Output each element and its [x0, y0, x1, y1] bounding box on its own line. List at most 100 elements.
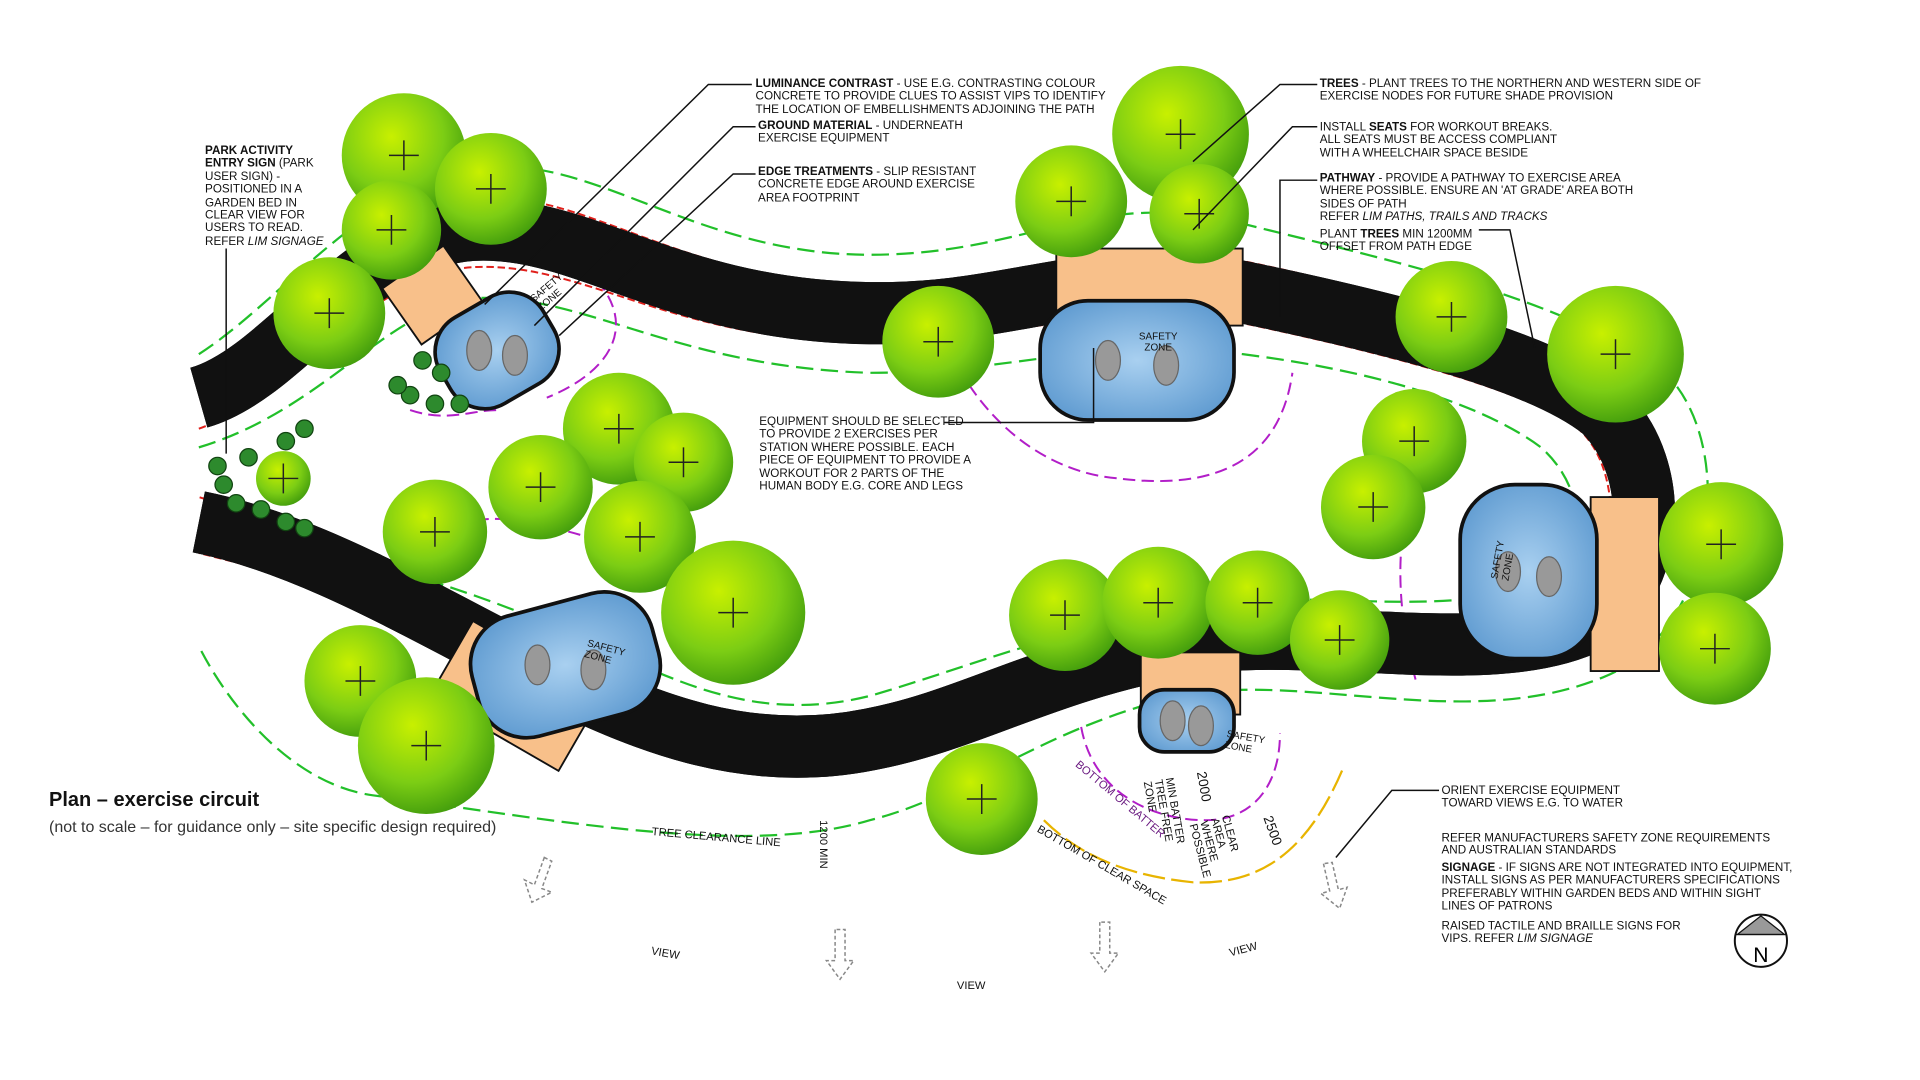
- leader-lines: [225, 83, 1536, 858]
- exercise-equipment: [1494, 551, 1522, 593]
- note-pathway: PATHWAY - PROVIDE A PATHWAY TO EXERCISE …: [1320, 171, 1662, 223]
- note-bold: PATHWAY: [1319, 170, 1376, 184]
- min-1200-label: 1200 MIN: [817, 820, 831, 869]
- note-text: REFER: [1319, 209, 1363, 223]
- shrub-icon: [431, 363, 451, 383]
- note-bold: GROUND MATERIAL: [758, 118, 873, 132]
- tree-icon: [341, 180, 442, 280]
- tree-icon: [488, 434, 593, 540]
- safety-zone: [1038, 298, 1236, 422]
- note-italic: LIM SIGNAGE: [1517, 931, 1594, 945]
- tree-icon: [357, 677, 495, 814]
- safety-zone: [1458, 482, 1599, 661]
- exercise-station: [428, 590, 663, 773]
- exercise-equipment: [524, 644, 551, 686]
- note-edge-treatments: EDGE TREATMENTS - SLIP RESISTANT CONCRET…: [758, 164, 994, 204]
- tree-icon: [882, 285, 995, 398]
- trees: [208, 65, 1784, 855]
- note-seats: INSTALL SEATS FOR WORKOUT BREAKS. ALL SE…: [1319, 119, 1575, 160]
- exercise-equipment: [1535, 556, 1563, 598]
- tree-icon: [925, 743, 1038, 855]
- note-text: (PARK USER SIGN) - POSITIONED IN A GARDE…: [205, 155, 314, 248]
- note-bold: LUMINANCE CONTRAST: [755, 75, 894, 90]
- view-arrows: [523, 856, 1349, 981]
- exercise-equipment: [466, 329, 493, 371]
- tree-icon: [1102, 546, 1215, 659]
- tree-icon: [434, 132, 547, 245]
- exercise-equipment: [501, 334, 529, 376]
- exercise-equipment: [1153, 344, 1180, 386]
- note-text: - SLIP RESISTANT CONCRETE EDGE AROUND EX…: [758, 164, 977, 204]
- note-signage: SIGNAGE - IF SIGNS ARE NOT INTEGRATED IN…: [1441, 859, 1796, 913]
- note-bold: SIGNAGE: [1441, 859, 1496, 874]
- exercise-equipment: [1187, 705, 1214, 747]
- exercise-equipment: [1159, 700, 1186, 742]
- safety-zone-label: SAFETY ZONE: [1138, 330, 1178, 353]
- tree-icon: [255, 451, 311, 506]
- exercise-equipment: [1094, 339, 1122, 381]
- tree-icon: [1659, 592, 1771, 705]
- view-label: VIEW: [956, 979, 986, 992]
- safety-zone: [1137, 687, 1236, 754]
- note-text: - PROVIDE A PATHWAY TO EXERCISE AREA WHE…: [1319, 170, 1634, 210]
- shrub-icon: [226, 493, 246, 513]
- exercise-station: [1458, 482, 1660, 672]
- note-bold: EDGE TREATMENTS: [758, 164, 874, 178]
- note-park-sign: PARK ACTIVITY ENTRY SIGN (PARK USER SIGN…: [205, 142, 329, 248]
- tree-icon: [273, 257, 386, 370]
- north-label: N: [1753, 944, 1768, 967]
- note-text: INSTALL: [1319, 119, 1369, 133]
- tree-icon: [1320, 454, 1426, 560]
- tree-icon: [1205, 550, 1310, 655]
- shrub-icon: [239, 447, 258, 467]
- note-text: - USE E.G. CONTRASTING COLOUR CONCRETE T…: [755, 75, 1106, 116]
- tree-icon: [1149, 164, 1249, 264]
- note-equipment: EQUIPMENT SHOULD BE SELECTED TO PROVIDE …: [759, 413, 971, 493]
- note-trees: TREES - PLANT TREES TO THE NORTHERN AND …: [1319, 75, 1730, 103]
- note-raised-signs: RAISED TACTILE AND BRAILLE SIGNS FOR VIP…: [1441, 918, 1703, 946]
- note-text: - UNDERNEATH EXERCISE EQUIPMENT: [758, 118, 963, 145]
- shrub-icon: [208, 456, 227, 476]
- shrub-icon: [295, 419, 314, 439]
- tree-icon: [661, 540, 806, 685]
- note-text: - PLANT TREES TO THE NORTHERN AND WESTER…: [1319, 75, 1702, 103]
- rubber-pad: [1589, 496, 1660, 672]
- shrub-icon: [276, 431, 296, 451]
- tree-icon: [1015, 145, 1128, 258]
- shrub-icon: [400, 385, 420, 405]
- tree-icon: [1547, 285, 1684, 423]
- note-text: PLANT: [1319, 226, 1361, 240]
- shrub-icon: [413, 351, 432, 370]
- shrub-icon: [251, 500, 271, 519]
- note-orient: ORIENT EXERCISE EQUIPMENT TOWARD VIEWS E…: [1441, 782, 1623, 810]
- shrub-icon: [276, 512, 296, 532]
- note-bold: TREES: [1319, 75, 1359, 90]
- tree-icon: [584, 480, 696, 593]
- note-italic: LIM PATHS, TRAILS AND TRACKS: [1362, 209, 1548, 223]
- shrub-icon: [425, 394, 445, 414]
- exercise-station: [1137, 651, 1242, 754]
- caption-title: Plan – exercise circuit: [49, 789, 260, 811]
- tree-icon: [382, 479, 488, 585]
- note-text: FOR WORKOUT BREAKS. ALL SEATS MUST BE AC…: [1319, 119, 1557, 159]
- note-text: RAISED TACTILE AND BRAILLE SIGNS FOR VIP…: [1441, 918, 1681, 945]
- tree-icon: [1395, 260, 1508, 373]
- note-bold: SEATS: [1368, 119, 1407, 133]
- caption-subtitle: (not to scale – for guidance only – site…: [49, 819, 497, 836]
- note-text: MIN 1200mm OFFSET FROM PATH EDGE: [1319, 226, 1473, 253]
- note-luminance: LUMINANCE CONTRAST - USE E.G. CONTRASTIN…: [755, 75, 1129, 116]
- note-bold: TREES: [1360, 226, 1400, 240]
- note-text: - IF SIGNS ARE NOT INTEGRATED INTO EQUIP…: [1441, 859, 1793, 913]
- note-ground-material: GROUND MATERIAL - UNDERNEATH EXERCISE EQ…: [758, 118, 988, 145]
- exercise-equipment: [580, 649, 607, 691]
- note-italic: LIM SIGNAGE: [247, 233, 324, 248]
- tree-icon: [1289, 590, 1390, 690]
- shrub-icon: [450, 394, 470, 414]
- shrub-icon: [295, 518, 314, 538]
- shrub-icon: [214, 475, 234, 494]
- note-bold: PARK ACTIVITY ENTRY SIGN: [205, 142, 293, 170]
- note-refer-manufacturers: REFER MANUFACTURERS SAFETY ZONE REQUIREM…: [1441, 830, 1771, 857]
- tree-icon: [1659, 482, 1784, 607]
